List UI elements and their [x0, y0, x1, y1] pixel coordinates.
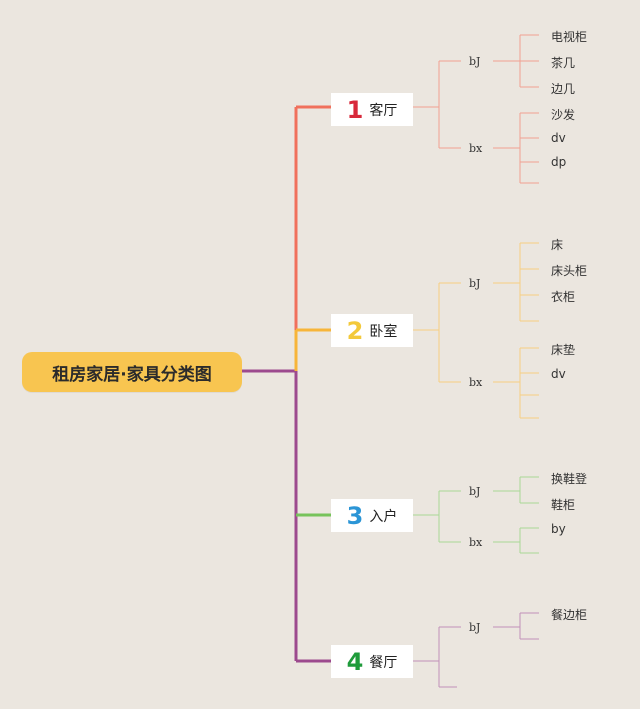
leaf-item[interactable]: 衣柜	[551, 290, 576, 304]
category-node-living-room[interactable]: 1 客厅	[331, 93, 413, 126]
category-number: 4	[346, 647, 364, 676]
leaf-item[interactable]: 沙发	[551, 108, 576, 122]
category-label: 餐厅	[369, 654, 398, 671]
category-label: 入户	[369, 508, 398, 525]
group-label[interactable]: bJ	[469, 55, 481, 68]
root-label: 租房家居·家具分类图	[52, 364, 212, 385]
leaf-item[interactable]: dp	[551, 155, 567, 169]
leaf-item[interactable]: 电视柜	[551, 30, 588, 44]
group-label[interactable]: bx	[469, 142, 483, 155]
category-label: 客厅	[369, 102, 398, 119]
category-number: 2	[346, 316, 364, 345]
group-label[interactable]: bJ	[469, 277, 481, 290]
leaf-item[interactable]: 餐边柜	[551, 608, 588, 622]
leaf-item[interactable]: 茶几	[551, 56, 576, 70]
leaf-item[interactable]: 换鞋登	[551, 472, 588, 486]
category-node-bedroom[interactable]: 2 卧室	[331, 314, 413, 347]
leaf-item[interactable]: 床垫	[551, 343, 576, 357]
category-number: 1	[346, 95, 364, 124]
category-number: 3	[346, 501, 364, 530]
leaf-item[interactable]: dv	[551, 131, 566, 145]
group-label[interactable]: bx	[469, 376, 483, 389]
group-label[interactable]: bJ	[469, 621, 481, 634]
leaf-item[interactable]: 边几	[551, 82, 576, 96]
category-label: 卧室	[369, 323, 398, 340]
leaf-item[interactable]: by	[551, 522, 566, 536]
leaf-item[interactable]: 床	[551, 238, 564, 252]
leaf-item[interactable]: 鞋柜	[551, 498, 576, 512]
leaf-item[interactable]: 床头柜	[551, 264, 588, 278]
group-label[interactable]: bJ	[469, 485, 481, 498]
group-label[interactable]: bx	[469, 536, 483, 549]
category-node-dining-room[interactable]: 4 餐厅	[331, 645, 413, 678]
leaf-item[interactable]: dv	[551, 367, 566, 381]
category-node-entry[interactable]: 3 入户	[331, 499, 413, 532]
root-node[interactable]: 租房家居·家具分类图	[22, 352, 242, 392]
